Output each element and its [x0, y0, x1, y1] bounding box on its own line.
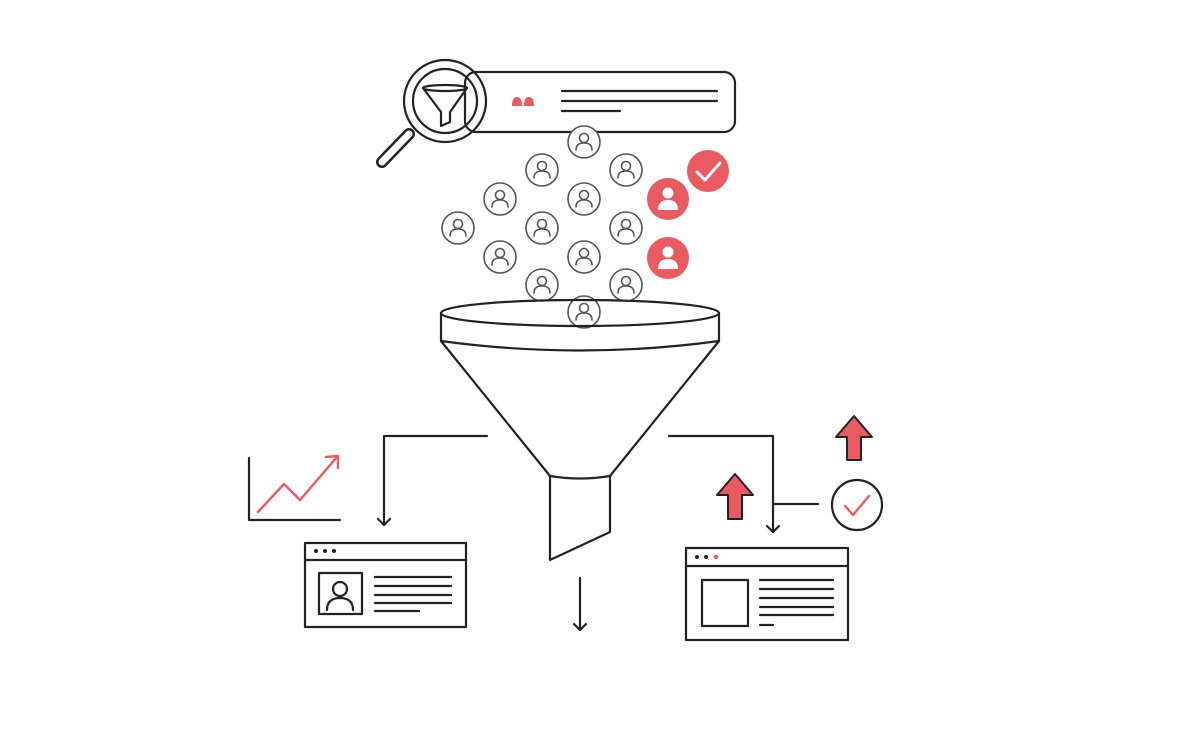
arrow-up-icon [835, 415, 873, 461]
user-icon [525, 211, 559, 245]
user-group [441, 125, 729, 329]
flow-arrow-right [667, 434, 781, 534]
user-icon [609, 211, 643, 245]
user-icon [609, 153, 643, 187]
content-window-icon [684, 546, 850, 642]
check-icon [773, 478, 884, 532]
flow-arrow-down [572, 576, 588, 632]
user-icon [441, 211, 475, 245]
magnifier-funnel-icon [376, 58, 488, 168]
selected-user-icon [647, 237, 689, 279]
user-icon [525, 268, 559, 302]
user-icon [483, 240, 517, 274]
profile-window-icon [303, 541, 468, 629]
funnel-icon [439, 298, 721, 562]
flow-arrow-left [376, 434, 489, 527]
user-icon [567, 240, 601, 274]
check-badge-icon [687, 150, 729, 192]
trend-chart-icon [247, 454, 342, 522]
search-bar [463, 70, 737, 134]
user-icon [567, 125, 601, 159]
arrow-up-icon [716, 473, 754, 520]
user-icon [483, 182, 517, 216]
user-icon [567, 295, 601, 329]
user-icon [567, 182, 601, 216]
selected-user-icon [647, 178, 689, 220]
user-icon [609, 268, 643, 302]
user-icon [525, 153, 559, 187]
